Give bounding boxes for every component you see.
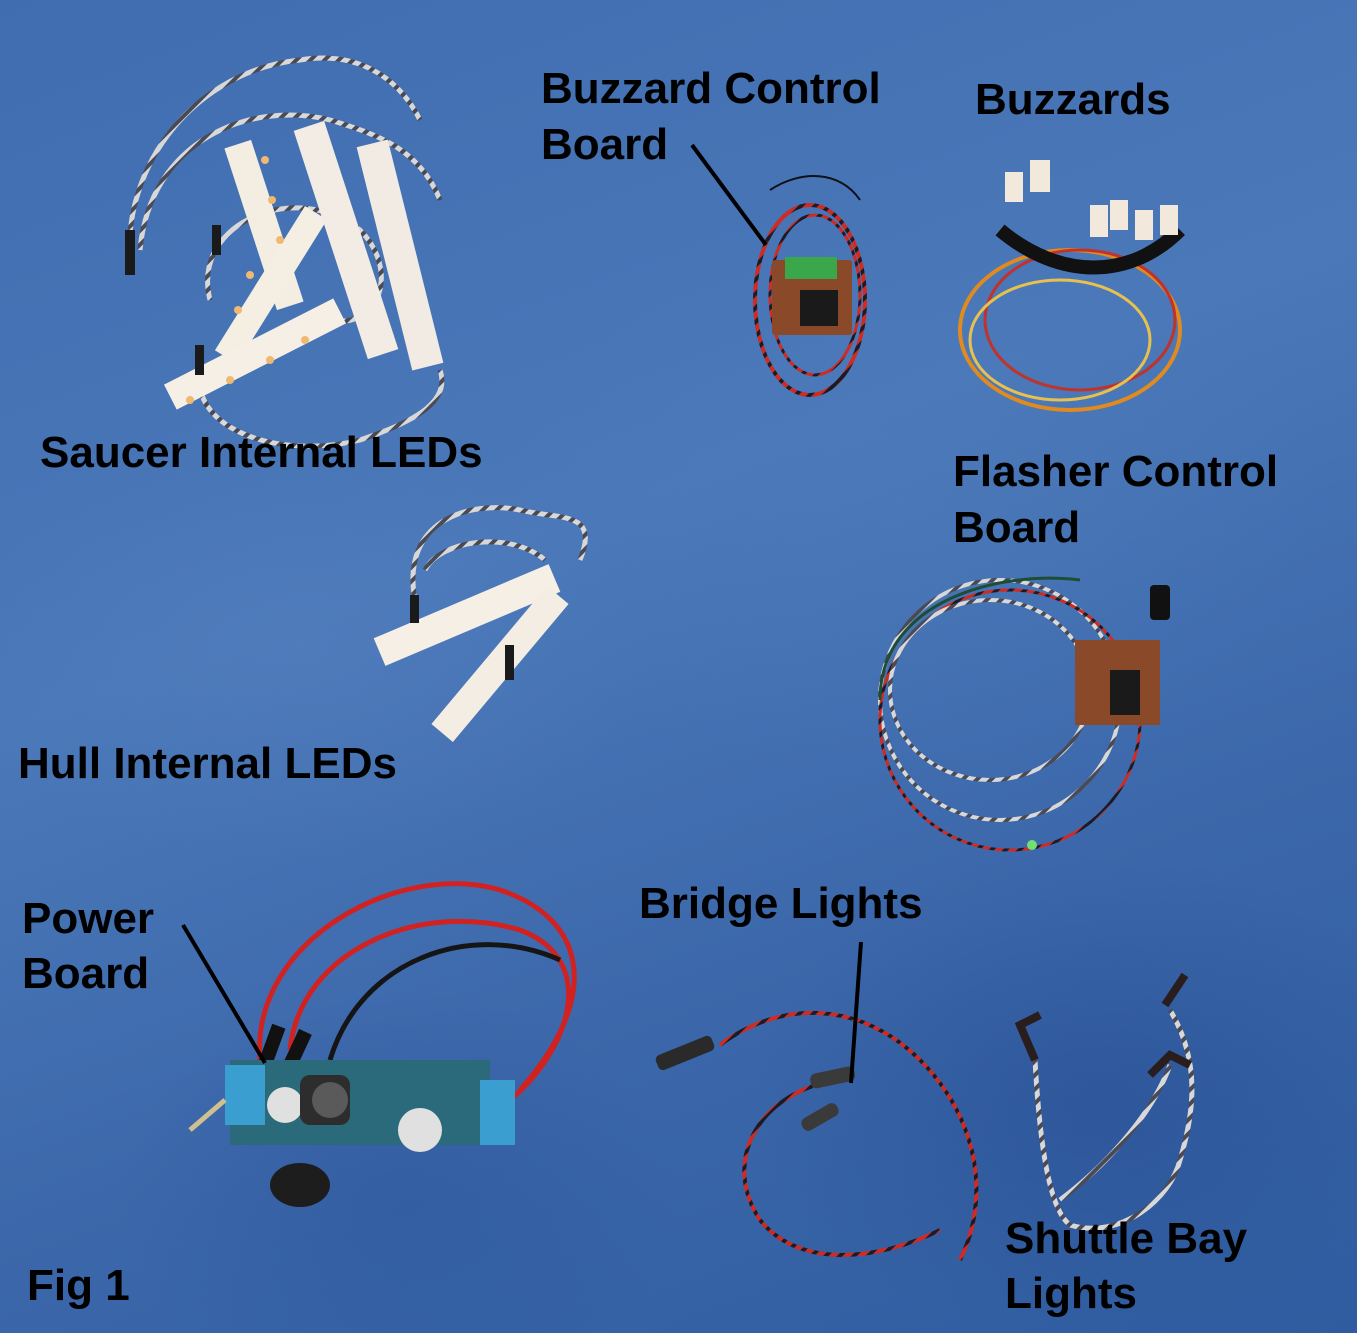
label-buzzard-control-line2: Board <box>541 120 669 169</box>
pointer-bridge-lights <box>849 941 863 1084</box>
bridge-lights <box>655 1011 979 1261</box>
power-board <box>188 881 577 1207</box>
figure-caption: Fig 1 <box>27 1261 130 1310</box>
label-shuttle-bay-line2: Lights <box>1005 1269 1137 1318</box>
flasher-control-board <box>878 576 1170 852</box>
buzzards-led-bundle <box>958 160 1185 412</box>
buzzard-control-board <box>753 175 867 397</box>
shuttle-bay-lights <box>1014 972 1195 1231</box>
label-flasher-control-line1: Flasher Control <box>953 447 1279 496</box>
label-shuttle-bay-line1: Shuttle Bay <box>1005 1214 1248 1263</box>
label-flasher-control-line2: Board <box>953 503 1081 552</box>
label-power-line1: Power <box>22 894 155 943</box>
label-bridge-lights: Bridge Lights <box>639 879 923 928</box>
label-saucer-internal-leds: Saucer Internal LEDs <box>40 428 483 477</box>
pointer-buzzard-control <box>690 143 768 247</box>
label-buzzards: Buzzards <box>975 75 1171 124</box>
label-power-line2: Board <box>22 949 150 998</box>
pointer-power-board <box>181 923 267 1065</box>
label-buzzard-control-line1: Buzzard Control <box>541 64 881 113</box>
hull-led-strips <box>373 505 588 742</box>
saucer-led-strips <box>125 55 445 449</box>
label-hull-internal-leds: Hull Internal LEDs <box>18 739 397 788</box>
